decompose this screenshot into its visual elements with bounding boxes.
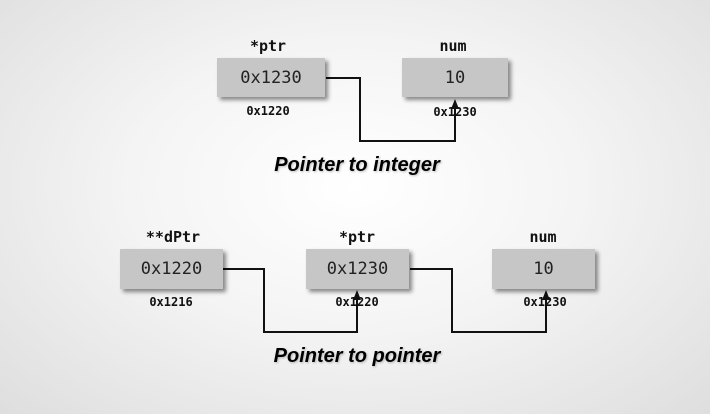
- caption-pointer-to-integer: Pointer to integer: [274, 154, 440, 176]
- var-name-ptr-2: *ptr: [338, 228, 376, 246]
- var-name-num-2: num: [529, 228, 557, 246]
- var-name-num: num: [439, 37, 467, 55]
- address-ptr: 0x1220: [246, 104, 290, 118]
- arrow-ptr-to-num-2: [410, 268, 550, 333]
- address-num-2: 0x1230: [523, 295, 567, 309]
- arrow-dptr-to-ptr: [223, 268, 361, 333]
- var-name-dptr: **dPtr: [145, 228, 201, 246]
- memory-cell-num: 10: [402, 58, 508, 97]
- memory-cell-ptr-2: 0x1230: [306, 249, 409, 289]
- caption-pointer-to-pointer: Pointer to pointer: [273, 345, 441, 367]
- memory-cell-num-2: 10: [492, 249, 595, 289]
- memory-cell-dptr: 0x1220: [120, 249, 223, 289]
- address-ptr-2: 0x1220: [335, 295, 379, 309]
- var-name-ptr: *ptr: [249, 37, 287, 55]
- address-num: 0x1230: [433, 105, 477, 119]
- arrow-ptr-to-num: [326, 77, 459, 142]
- memory-cell-ptr: 0x1230: [217, 58, 325, 97]
- address-dptr: 0x1216: [149, 295, 193, 309]
